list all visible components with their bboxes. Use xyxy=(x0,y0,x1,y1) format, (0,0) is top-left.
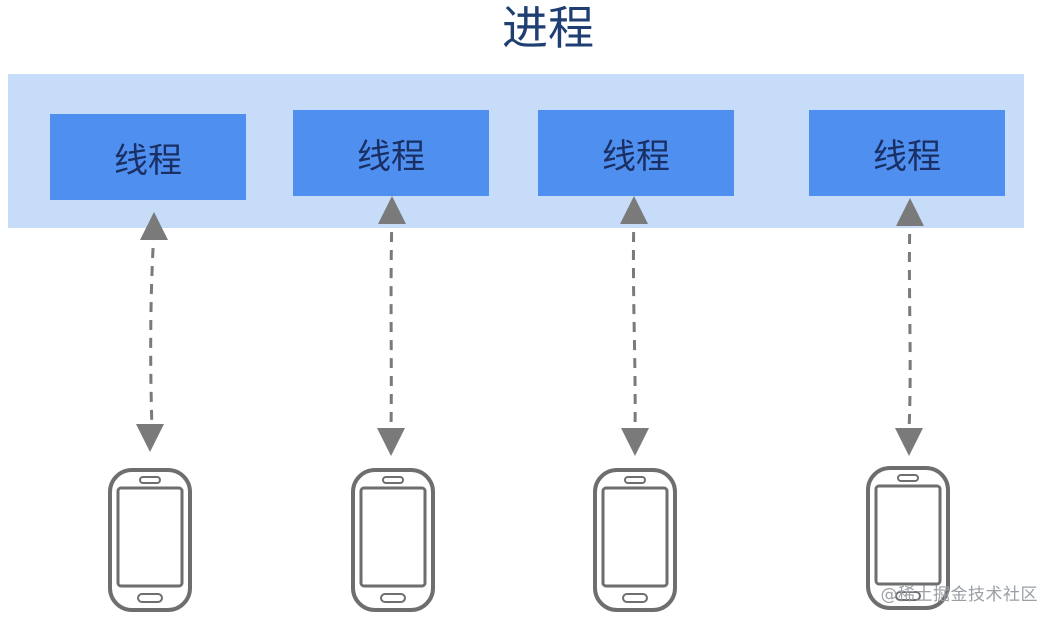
arrowhead-down-4 xyxy=(895,428,923,456)
thread-box-1: 线程 xyxy=(50,114,246,200)
arrowhead-down-1 xyxy=(136,424,164,452)
thread-box-3: 线程 xyxy=(538,110,734,196)
thread-box-2: 线程 xyxy=(293,110,489,196)
thread-box-4: 线程 xyxy=(809,110,1005,196)
arrowhead-down-3 xyxy=(621,428,649,456)
connector-1 xyxy=(149,229,156,431)
arrowhead-up-3 xyxy=(620,196,648,224)
connector-4 xyxy=(907,215,912,431)
phone-icon-3 xyxy=(593,468,677,612)
process-title: 进程 xyxy=(502,1,594,55)
phone-icon-2 xyxy=(351,468,435,612)
arrowhead-up-1 xyxy=(140,212,168,240)
connector-2 xyxy=(389,213,394,431)
connector-3 xyxy=(631,213,637,431)
arrowhead-down-2 xyxy=(377,428,405,456)
arrowhead-up-2 xyxy=(378,196,406,224)
arrowhead-up-4 xyxy=(896,198,924,226)
watermark: @稀土掘金技术社区 xyxy=(880,585,1038,605)
phone-icon-4 xyxy=(866,466,950,610)
phone-icon-1 xyxy=(108,468,192,612)
